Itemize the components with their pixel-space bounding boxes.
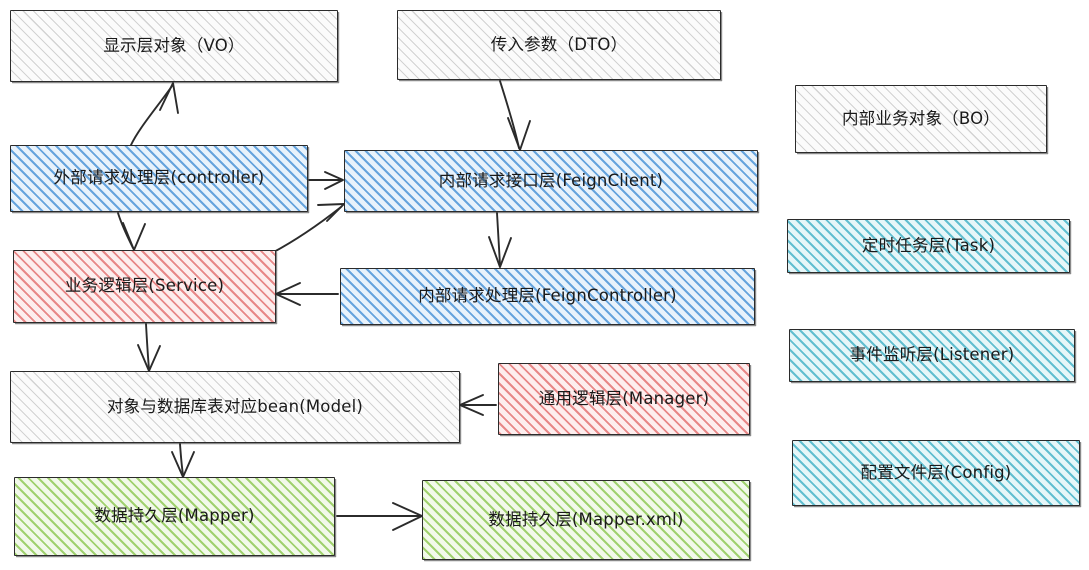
node-label-model: 对象与数据库表对应bean(Model) [106, 396, 364, 416]
node-vo[interactable]: 显示层对象（VO） [10, 10, 338, 82]
arrow-mapper-to-mapperxml [336, 502, 423, 531]
node-listener[interactable]: 事件监听层(Listener) [789, 329, 1075, 382]
arrow-service-to-model [137, 323, 161, 372]
node-label-manager: 通用逻辑层(Manager) [538, 388, 710, 408]
node-controller[interactable]: 外部请求处理层(controller) [10, 145, 308, 212]
arrow-controller-to-feignclient [308, 171, 344, 190]
node-label-mapper: 数据持久层(Mapper) [94, 506, 255, 526]
node-label-task: 定时任务层(Task) [861, 235, 996, 255]
node-label-dto: 传入参数（DTO） [490, 34, 628, 54]
node-feignclient[interactable]: 内部请求接口层(FeignClient) [344, 150, 758, 212]
node-model[interactable]: 对象与数据库表对应bean(Model) [10, 371, 460, 443]
node-feigncontroller[interactable]: 内部请求处理层(FeignController) [340, 268, 755, 325]
node-label-feigncontroller: 内部请求处理层(FeignController) [418, 286, 677, 306]
node-mapperxml[interactable]: 数据持久层(Mapper.xml) [422, 480, 750, 560]
node-config[interactable]: 配置文件层(Config) [792, 440, 1080, 506]
arrow-controller-to-service [117, 212, 146, 251]
node-dto[interactable]: 传入参数（DTO） [397, 10, 721, 80]
arrow-model-to-mapper [171, 443, 195, 478]
node-bo[interactable]: 内部业务对象（BO） [795, 85, 1047, 153]
node-label-mapperxml: 数据持久层(Mapper.xml) [488, 509, 684, 529]
node-label-service: 业务逻辑层(Service) [64, 276, 225, 296]
node-label-bo: 内部业务对象（BO） [841, 108, 1001, 128]
arrow-controller-to-vo [130, 82, 179, 146]
node-task[interactable]: 定时任务层(Task) [787, 219, 1070, 273]
node-label-controller: 外部请求处理层(controller) [53, 168, 265, 188]
node-label-feignclient: 内部请求接口层(FeignClient) [438, 170, 664, 190]
node-service[interactable]: 业务逻辑层(Service) [13, 250, 276, 323]
arrow-manager-to-model [459, 394, 497, 416]
node-label-listener: 事件监听层(Listener) [849, 345, 1015, 365]
arrow-feigncontroller-to-service [275, 282, 339, 306]
node-mapper[interactable]: 数据持久层(Mapper) [14, 477, 335, 556]
node-manager[interactable]: 通用逻辑层(Manager) [498, 363, 750, 435]
node-label-vo: 显示层对象（VO） [103, 35, 245, 55]
node-label-config: 配置文件层(Config) [860, 462, 1012, 482]
arrow-feignclient-to-feigncontroller [488, 212, 512, 268]
arrow-dto-to-feignclient [499, 80, 531, 151]
